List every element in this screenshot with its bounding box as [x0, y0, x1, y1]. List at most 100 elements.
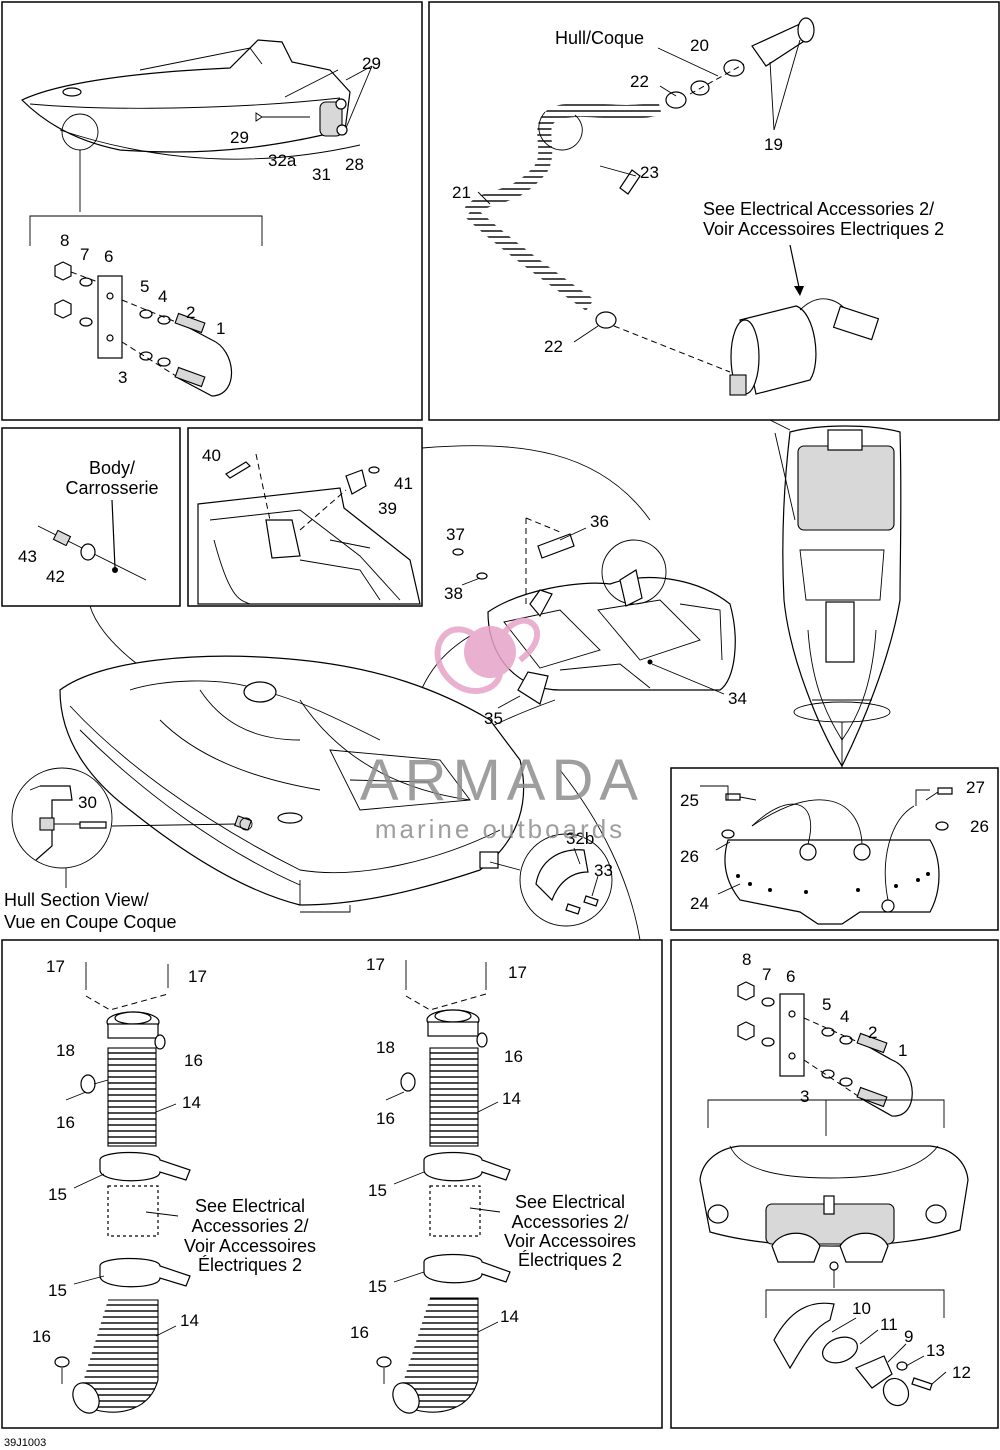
label-hull-coque: Hull/Coque: [555, 28, 644, 48]
callout-12: 12: [952, 1363, 971, 1382]
clamp-22b: [595, 311, 617, 329]
callout-5: 5: [140, 277, 149, 296]
label-see-elec-right-4: Électriques 2: [518, 1250, 622, 1270]
callout-2-stern: 2: [868, 1023, 877, 1042]
callout-24: 24: [690, 894, 709, 913]
callout-13: 13: [926, 1341, 945, 1360]
pump-connector: [832, 305, 880, 341]
vent-fan-module-right: [429, 1185, 481, 1237]
vent-fan-module: [107, 1185, 159, 1237]
hose-corrugated: [464, 101, 662, 218]
panel-vent-stacks: 17 17 18 16 16 14 15 15 14 16 See Electr…: [1, 939, 663, 1429]
callout-25: 25: [680, 791, 699, 810]
callout-32a: 32a: [268, 151, 297, 170]
exhaust-outlet: [319, 101, 343, 137]
label-see-elec-right-2: Accessories 2/: [511, 1212, 628, 1232]
callout-16d: 16: [504, 1047, 523, 1066]
callout-14b: 14: [180, 1311, 199, 1330]
callout-32b: 32b: [566, 829, 594, 848]
label-hull-section: Hull Section View/: [4, 890, 149, 910]
boat-side-view: [20, 39, 351, 153]
nut: [54, 261, 72, 281]
part-36: [537, 533, 575, 559]
watermark: ARMADA marine outboards: [360, 617, 644, 844]
washer-42: [80, 543, 96, 561]
vent-hose-14-top-right: [429, 1047, 479, 1147]
callout-5-stern: 5: [822, 995, 831, 1014]
callout-9: 9: [904, 1327, 913, 1346]
callout-43: 43: [18, 547, 37, 566]
callout-14d: 14: [500, 1307, 519, 1326]
callout-20: 20: [690, 36, 709, 55]
callout-16f: 16: [350, 1323, 369, 1342]
callout-3: 3: [118, 368, 127, 387]
callout-19: 19: [764, 135, 783, 154]
callout-1-stern: 1: [898, 1041, 907, 1060]
callout-6-stern: 6: [786, 967, 795, 986]
label-carrosserie: Carrosserie: [65, 478, 158, 498]
panel-transom-cover: 25 27 26 26 24: [670, 767, 999, 931]
callout-26b: 26: [680, 847, 699, 866]
cap-32b: [535, 849, 589, 902]
callout-14a: 14: [182, 1093, 201, 1112]
callout-40: 40: [202, 446, 221, 465]
callout-30: 30: [78, 793, 97, 812]
callout-29a: 29: [362, 54, 381, 73]
panel-bilge-pump: Hull/Coque See Electrical Accessories 2/…: [428, 1, 1000, 421]
part-39: [345, 469, 367, 495]
drain-gasket-10: [773, 1302, 835, 1370]
callout-17c: 17: [366, 955, 385, 974]
callout-15c: 15: [368, 1181, 387, 1200]
callout-23: 23: [640, 163, 659, 182]
callout-31: 31: [312, 165, 331, 184]
callout-28: 28: [345, 155, 364, 174]
callout-8-stern: 8: [742, 950, 751, 969]
strap-15-top: [99, 1151, 191, 1182]
callout-36: 36: [590, 512, 609, 531]
part-35: [517, 671, 549, 705]
label-see-elec-left-1: See Electrical: [195, 1196, 305, 1216]
callout-15d: 15: [368, 1277, 387, 1296]
label-see-elec-left-3: Voir Accessoires: [184, 1236, 316, 1256]
callout-17b: 17: [188, 967, 207, 986]
hull-section-profile: [35, 785, 73, 861]
screw-12: [911, 1377, 933, 1391]
backing-plate-stern: [779, 993, 805, 1077]
bilge-pump: [739, 305, 817, 395]
callout-7-stern: 7: [762, 965, 771, 984]
callout-7: 7: [80, 245, 89, 264]
clamp-22a: [665, 91, 687, 109]
callout-39: 39: [378, 499, 397, 518]
watermark-brand: ARMADA: [360, 748, 644, 813]
vent-stack-left: 17 17 18 16 16 14 15 15 14 16 See Electr…: [32, 957, 316, 1414]
callout-8: 8: [60, 231, 69, 250]
callout-33: 33: [594, 861, 613, 880]
label-see-elec-right-3: Voir Accessoires: [504, 1231, 636, 1251]
callout-26a: 26: [970, 817, 989, 836]
callout-16b: 16: [56, 1113, 75, 1132]
main-boat-isometric: [59, 655, 525, 913]
vent-hose-14-bottom-right: [399, 1297, 479, 1413]
strap-15-top-right: [423, 1151, 511, 1182]
callout-11: 11: [880, 1315, 898, 1334]
vent-hose-14-bottom: [79, 1299, 159, 1413]
watermark-tagline: marine outboards: [375, 814, 625, 844]
drain-plug: [882, 1377, 910, 1407]
callout-42: 42: [46, 567, 65, 586]
vent-hose-14-top: [107, 1047, 157, 1147]
boat-hull: [59, 655, 525, 906]
label-see-elec-left-2: Accessories 2/: [191, 1216, 308, 1236]
label-see-elec-left-4: Électriques 2: [198, 1255, 302, 1275]
callout-29b: 29: [230, 128, 249, 147]
callout-17a: 17: [46, 957, 65, 976]
callout-4-stern: 4: [840, 1007, 849, 1026]
drain-seal-11: [821, 1336, 859, 1364]
callout-41: 41: [394, 474, 413, 493]
callout-1: 1: [216, 319, 225, 338]
drain-housing-9: [855, 1355, 893, 1389]
callout-16a: 16: [184, 1051, 203, 1070]
callout-6: 6: [104, 247, 113, 266]
panel-floor-section: 40 41 39: [187, 427, 423, 607]
callout-4: 4: [158, 287, 167, 306]
